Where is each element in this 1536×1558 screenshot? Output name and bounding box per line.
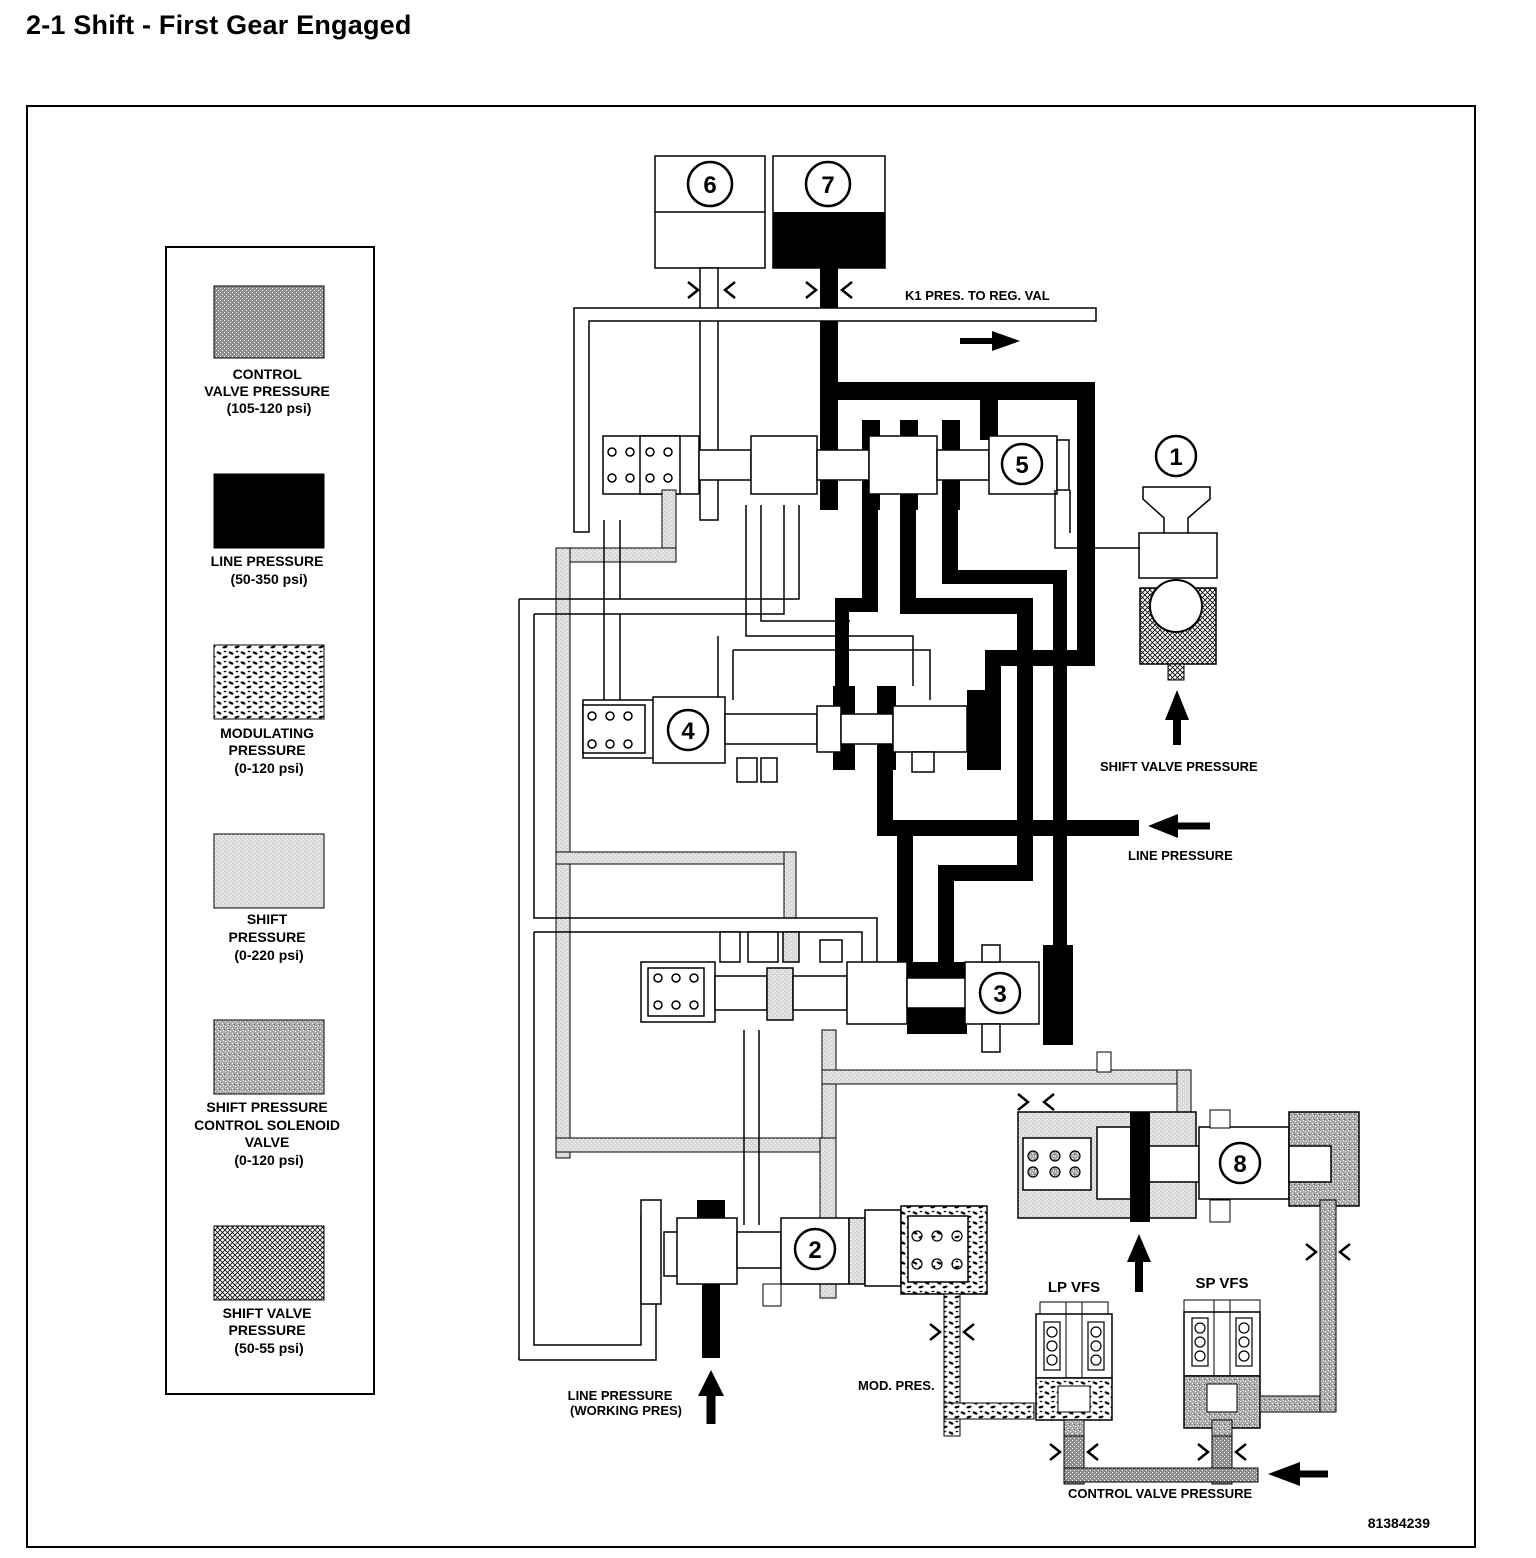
legend-swatch-line xyxy=(213,473,325,549)
valve-4: 4 xyxy=(582,696,968,783)
label-shift-valve-pressure: SHIFT VALVE PRESSURE xyxy=(1100,759,1258,774)
legend-swatch-control-valve xyxy=(213,285,325,359)
callout-7: 7 xyxy=(821,172,834,199)
solenoid-output-line xyxy=(1259,1199,1337,1413)
k1-passage xyxy=(573,307,1097,533)
legend-box xyxy=(165,246,375,1395)
outer-frame xyxy=(26,105,1476,1548)
callout-1: 1 xyxy=(1169,444,1182,471)
legend-swatch-shift-solenoid xyxy=(213,1019,325,1095)
legend-label-control-valve: CONTROL VALVE PRESSURE (105-120 psi) xyxy=(204,366,333,416)
legend-label-modulating: MODULATING PRESSURE (0-120 psi) xyxy=(220,725,318,776)
page-title: 2-1 Shift - First Gear Engaged xyxy=(26,10,412,40)
other-passages xyxy=(518,505,931,1361)
legend-label-line: LINE PRESSURE (50-350 psi) xyxy=(211,553,328,587)
callout-8: 8 xyxy=(1233,1151,1246,1178)
sp-vfs: SP VFS xyxy=(1183,1275,1261,1441)
legend-swatch-shift-valve xyxy=(213,1225,325,1301)
lp-vfs: LP VFS xyxy=(1035,1279,1113,1441)
valve-5: 5 xyxy=(602,435,1070,495)
callout-4: 4 xyxy=(681,718,695,745)
label-sp-vfs: SP VFS xyxy=(1195,1275,1248,1292)
restrictor-marks xyxy=(687,281,853,299)
mod-pressure-line xyxy=(943,1293,1035,1437)
valve-8: 8 xyxy=(1017,1051,1360,1223)
legend-swatch-modulating xyxy=(213,644,325,720)
callout-5: 5 xyxy=(1015,452,1028,479)
callout-7-circle xyxy=(804,160,852,208)
valve-3: 3 xyxy=(640,931,1040,1053)
label-lp-vfs: LP VFS xyxy=(1048,1279,1100,1296)
legend-items: CONTROL VALVE PRESSURE (105-120 psi) LIN… xyxy=(194,285,344,1356)
valve-2: 2 xyxy=(640,1199,988,1358)
item-1-check-ball: 1 xyxy=(1054,434,1218,681)
legend-label-shift-solenoid: SHIFT PRESSURE CONTROL SOLENOID VALVE (0… xyxy=(194,1099,344,1168)
callout-3: 3 xyxy=(993,981,1006,1008)
label-line-pressure: LINE PRESSURE xyxy=(1128,848,1233,863)
legend-label-shift: SHIFT PRESSURE (0-220 psi) xyxy=(229,911,310,963)
legend-swatch-shift xyxy=(213,833,325,909)
callout-2: 2 xyxy=(808,1237,821,1264)
shift-pressure-network xyxy=(555,489,1192,1299)
legend-label-shift-valve: SHIFT VALVE PRESSURE (50-55 psi) xyxy=(223,1305,316,1356)
control-valve-feed xyxy=(1063,1435,1259,1485)
label-line-pressure-working: LINE PRESSURE (WORKING PRES) xyxy=(568,1388,682,1418)
label-control-valve-pressure: CONTROL VALVE PRESSURE xyxy=(1068,1486,1253,1501)
label-k1-pres: K1 PRES. TO REG. VAL xyxy=(905,288,1050,303)
callout-6: 6 xyxy=(703,172,716,199)
callout-6-circle xyxy=(686,160,734,208)
figure-id: 81384239 xyxy=(1368,1515,1431,1531)
label-mod-pres: MOD. PRES. xyxy=(858,1378,935,1393)
arrow-k1-head xyxy=(992,331,1020,351)
